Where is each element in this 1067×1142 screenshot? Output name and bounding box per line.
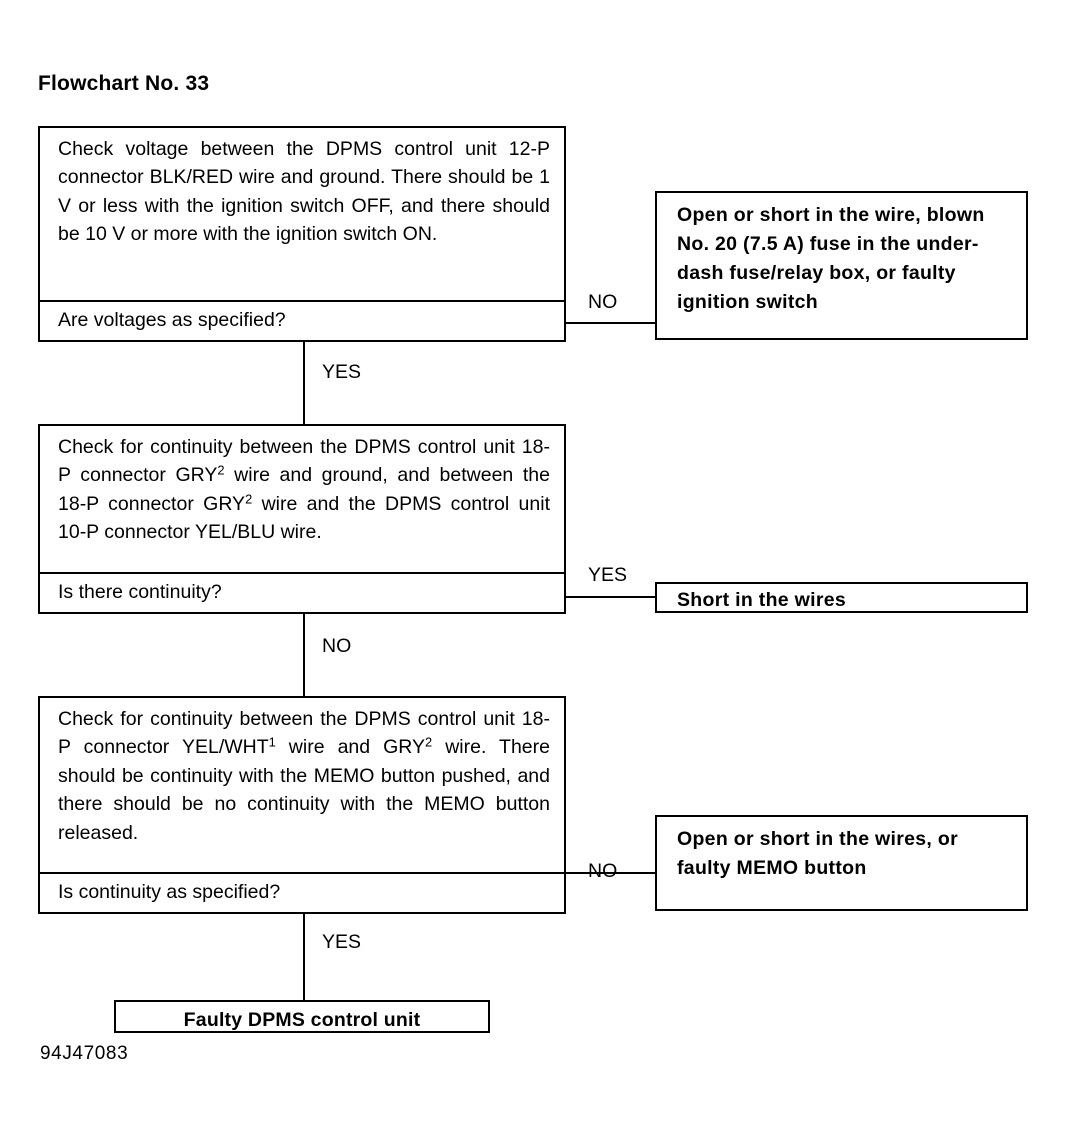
step-1-box: Check voltage between the DPMS control u…	[38, 126, 566, 342]
step-1-question: Are voltages as specified?	[58, 309, 286, 331]
result-3-box: Open or short in the wires, or faulty ME…	[655, 815, 1028, 911]
step-1-no-connector	[566, 322, 655, 324]
result-2-text: Short in the wires	[677, 589, 847, 611]
step-3-no-connector	[566, 872, 655, 874]
footer-code: 94J47083	[40, 1043, 129, 1064]
step-2-sup-2: 2	[245, 491, 253, 507]
page-title: Flowchart No. 33	[38, 72, 210, 95]
step-3-sup-1: 1	[268, 734, 276, 750]
step-1-yes-connector	[303, 342, 305, 424]
step-2-question: Is there continuity?	[58, 581, 222, 603]
step-2-body-part1: Check for continuity between the DPMS co…	[58, 436, 550, 487]
step-2-no-connector	[303, 614, 305, 696]
step-1-yes-label: YES	[322, 361, 362, 383]
step-3-body-part2: wire and GRY	[275, 736, 426, 759]
step-2-sup-1: 2	[217, 462, 225, 478]
step-2-body: Check for continuity between the DPMS co…	[40, 426, 564, 572]
step-1-body: Check voltage between the DPMS control u…	[58, 138, 550, 246]
step-3-no-label: NO	[588, 860, 618, 882]
step-3-sup-2: 2	[425, 734, 433, 750]
step-2-yes-label: YES	[588, 564, 628, 586]
result-1-text: Open or short in the wire, blown No. 20 …	[677, 204, 985, 313]
step-2-body-part3: wire and the DPMS control unit 10-P conn…	[58, 492, 550, 544]
result-3-text: Open or short in the wires, or faulty ME…	[677, 828, 958, 879]
step-1-divider	[40, 300, 564, 302]
step-3-body-part3: wire. There should be continuity with th…	[58, 736, 550, 844]
step-2-body-part2: wire and ground, and between the 18-P co…	[58, 464, 550, 515]
step-2-divider	[40, 572, 564, 574]
step-3-box: Check for continuity between the DPMS co…	[38, 696, 566, 914]
step-3-divider	[40, 872, 564, 874]
step-2-yes-connector	[566, 596, 655, 598]
result-1-box: Open or short in the wire, blown No. 20 …	[655, 191, 1028, 340]
step-3-body-part1: Check for continuity between the DPMS co…	[58, 708, 550, 759]
step-3-yes-connector	[303, 914, 305, 1000]
step-3-question: Is continuity as specified?	[58, 881, 281, 903]
step-3-yes-label: YES	[322, 931, 362, 953]
step-2-no-label: NO	[322, 635, 352, 657]
result-final-text: Faulty DPMS control unit	[183, 1009, 421, 1031]
result-2-box: Short in the wires	[655, 582, 1028, 613]
step-2-box: Check for continuity between the DPMS co…	[38, 424, 566, 614]
result-final-box: Faulty DPMS control unit	[114, 1000, 490, 1033]
step-3-body: Check for continuity between the DPMS co…	[40, 698, 564, 872]
step-1-no-label: NO	[588, 291, 618, 313]
